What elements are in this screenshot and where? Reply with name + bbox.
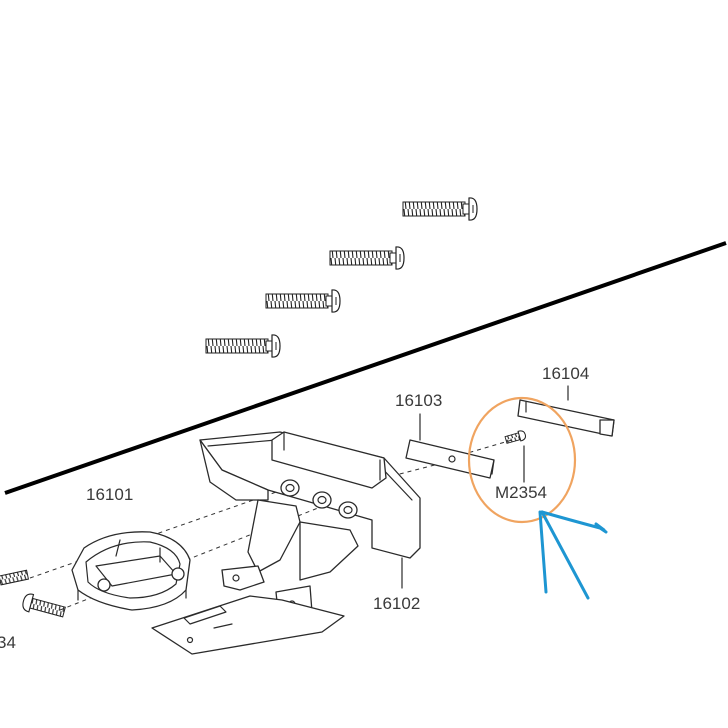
- part-16103-plate: [405, 413, 495, 479]
- long-screw-icon: [0, 569, 30, 586]
- long-screw-icon: [265, 289, 341, 313]
- label-16101: 16101: [86, 485, 133, 504]
- label-cut-off: 34: [0, 633, 16, 652]
- label-16104: 16104: [542, 364, 589, 383]
- part-16102-bumper: [151, 431, 421, 655]
- pointer-arrows: [538, 510, 608, 600]
- long-screw-icon: [22, 593, 66, 618]
- part-16104-clip: [517, 385, 615, 437]
- label-16103: 16103: [395, 391, 442, 410]
- part-16101-mount: [71, 531, 191, 611]
- section-divider-line: [4, 241, 727, 495]
- small-screw-icon: [504, 430, 526, 444]
- long-screw-icon: [329, 246, 405, 270]
- label-m2354: M2354: [495, 483, 547, 502]
- highlight-circle: [467, 396, 577, 524]
- long-screw-icon: [205, 334, 281, 358]
- long-screw-icon: [402, 197, 478, 221]
- label-16102: 16102: [373, 594, 420, 613]
